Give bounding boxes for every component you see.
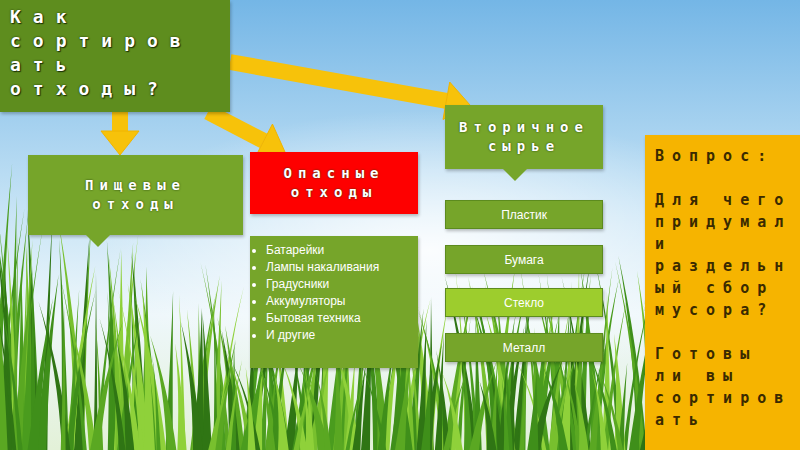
- grass-blade: [443, 372, 467, 450]
- text-holder: Вопрос: Для чего придумали раздельный сбо…: [655, 145, 792, 431]
- grass-blade: [592, 369, 608, 450]
- material-box: Металл: [445, 333, 603, 362]
- grass-blade: [352, 362, 366, 450]
- text-holder: Пластик: [501, 207, 547, 223]
- text-holder: Стекло: [504, 295, 544, 311]
- grass-blade: [502, 378, 510, 450]
- grass-blade: [462, 353, 473, 450]
- grass-blade: [422, 342, 442, 450]
- grass-blade: [480, 381, 497, 450]
- category-box: Пищевые отходы: [28, 155, 243, 235]
- category-box: Опасные отходы: [250, 152, 418, 214]
- box-label: Готовы ли вы сортировать: [655, 343, 795, 431]
- list-item: Бытовая техника: [266, 310, 412, 327]
- grass-blade: [469, 361, 497, 450]
- arrow-shaft: [112, 112, 128, 131]
- grass-blade: [527, 372, 538, 450]
- grass-blade: [152, 355, 161, 450]
- grass-blade: [38, 301, 70, 450]
- grass-blade: [100, 318, 126, 450]
- text-holder: БатарейкиЛампы накаливанияГрадусникиАкку…: [254, 242, 412, 344]
- arrow-head: [101, 131, 139, 155]
- grass-blade: [27, 298, 53, 450]
- grass-blade: [246, 367, 256, 450]
- text-holder: Вторичное сырье: [453, 118, 595, 156]
- block-arrow: [208, 112, 285, 158]
- grass-blade: [12, 270, 32, 450]
- text-holder: Опасные отходы: [258, 164, 410, 202]
- grass-blade: [134, 295, 166, 450]
- grass-blade: [421, 363, 431, 450]
- text-holder: Бумага: [504, 252, 543, 268]
- grass-blade: [303, 381, 313, 450]
- grass-blade: [226, 360, 242, 450]
- text-holder: Как сортировать отходы?: [10, 5, 220, 101]
- grass-blade: [0, 276, 8, 450]
- grass-blade: [293, 365, 317, 450]
- list-item: Батарейки: [266, 242, 412, 259]
- grass-blade: [90, 320, 124, 450]
- question-box: Вопрос: Для чего придумали раздельный сбо…: [645, 135, 800, 450]
- grass-blade: [202, 312, 211, 450]
- arrow-shaft: [230, 62, 446, 101]
- material-box: Стекло: [445, 288, 603, 317]
- material-box: Бумага: [445, 245, 603, 274]
- box-label: Пластик: [501, 207, 547, 223]
- block-arrow: [230, 62, 470, 119]
- grass-blade: [208, 377, 231, 450]
- grass-blade: [22, 273, 32, 450]
- grass-blade: [0, 279, 17, 450]
- grass-blade: [115, 324, 141, 450]
- block-arrow: [101, 112, 139, 155]
- grass-blade: [442, 372, 463, 450]
- grass-blade: [175, 343, 187, 450]
- grass-blade: [225, 335, 245, 450]
- box-label: Пищевые отходы: [36, 176, 235, 214]
- grass-blade: [541, 361, 568, 450]
- box-label: Стекло: [504, 295, 544, 311]
- list-box: БатарейкиЛампы накаливанияГрадусникиАкку…: [250, 236, 418, 368]
- arrow-shaft: [208, 112, 264, 141]
- grass-blade: [316, 372, 331, 450]
- box-label: Для чего придумали раздельный сбор мусор…: [655, 189, 795, 321]
- grass-blade: [240, 361, 266, 450]
- grass-blade: [345, 366, 367, 450]
- list-item: Лампы накаливания: [266, 259, 412, 276]
- box-label: Вопрос:: [655, 145, 795, 167]
- box-label: Опасные отходы: [258, 164, 410, 202]
- box-label: Вторичное сырье: [453, 118, 595, 156]
- grass-blade: [66, 310, 97, 450]
- text-holder: Металл: [503, 340, 545, 356]
- grass-blade: [274, 372, 289, 450]
- grass-blade: [116, 338, 134, 450]
- list-item: Аккумуляторы: [266, 293, 412, 310]
- list-item: Градусники: [266, 276, 412, 293]
- material-box: Пластик: [445, 200, 603, 229]
- grass-blade: [150, 335, 177, 450]
- grass-blade: [602, 298, 626, 450]
- box-label: Металл: [503, 340, 545, 356]
- box-label: Как сортировать отходы?: [10, 5, 200, 101]
- grass-blade: [61, 307, 66, 450]
- list-item: И другие: [266, 327, 412, 344]
- category-box: Вторичное сырье: [445, 105, 603, 169]
- bullet-list: БатарейкиЛампы накаливанияГрадусникиАкку…: [254, 242, 412, 344]
- title-box: Как сортировать отходы?: [0, 0, 230, 112]
- text-holder: Пищевые отходы: [36, 176, 235, 214]
- box-label: Бумага: [504, 252, 543, 268]
- grass-blade: [574, 382, 589, 450]
